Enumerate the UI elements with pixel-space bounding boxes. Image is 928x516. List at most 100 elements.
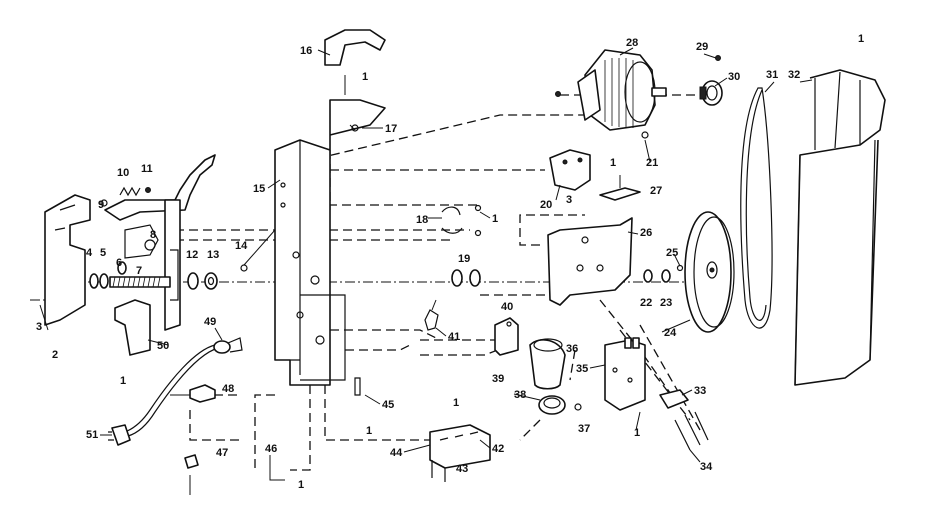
part-36 (529, 338, 566, 390)
housing-part-32 (794, 69, 886, 386)
capacitor-part-40 (494, 317, 519, 356)
part-4 (89, 273, 99, 289)
callout-41: 41 (448, 331, 460, 343)
callout-17: 17 (385, 123, 397, 135)
callout-14: 14 (235, 240, 248, 252)
callout-43: 43 (456, 463, 468, 475)
callout-15: 15 (253, 183, 265, 195)
callout-13: 13 (207, 249, 219, 261)
part-48 (170, 384, 216, 403)
callout-leaders (39, 47, 813, 463)
callout-45: 45 (382, 399, 394, 411)
part-20 (549, 149, 591, 191)
washer-part-23 (661, 269, 671, 283)
flywheel-part-24 (684, 211, 735, 333)
washer-part-22 (643, 269, 653, 283)
part-37 (574, 403, 582, 411)
part-14 (240, 264, 248, 272)
part-27 (599, 175, 641, 201)
strain-relief-part-49 (213, 337, 243, 354)
callout-7: 7 (136, 265, 142, 277)
part-25 (676, 264, 684, 272)
callout-47: 47 (216, 447, 228, 459)
callout-5: 5 (100, 247, 106, 259)
callout-4: 4 (86, 247, 93, 259)
callout-1: 1 (120, 375, 126, 387)
callout-42: 42 (492, 443, 504, 455)
spring-clips-part-18 (441, 204, 482, 237)
part-29 (715, 55, 721, 61)
callout-1: 1 (362, 71, 368, 83)
terminal-block-part-42 (429, 424, 491, 482)
callout-37: 37 (578, 423, 590, 435)
callout-18: 18 (416, 214, 428, 226)
bearing-part-19a (451, 269, 463, 287)
callout-49: 49 (204, 316, 216, 328)
callout-25: 25 (666, 247, 678, 259)
part-41 (424, 299, 439, 331)
callout-20: 20 (540, 199, 552, 211)
part-46 (269, 455, 285, 481)
part-17 (351, 124, 359, 132)
callout-50: 50 (157, 340, 169, 352)
callout-1: 1 (610, 157, 616, 169)
switch-lever-assembly (104, 154, 216, 331)
callout-16: 16 (300, 45, 312, 57)
callout-46: 46 (265, 443, 277, 455)
main-chassis-part-15 (274, 99, 386, 386)
bearing-part-19b (469, 269, 481, 287)
part-13 (204, 272, 218, 290)
callout-10: 10 (117, 167, 129, 179)
callout-44: 44 (390, 447, 403, 459)
cover-part-16 (324, 29, 386, 66)
callout-8: 8 (150, 229, 156, 241)
callout-22: 22 (640, 297, 652, 309)
callout-27: 27 (650, 185, 662, 197)
callout-11: 11 (141, 163, 153, 175)
callout-51: 51 (86, 429, 98, 441)
callout-36: 36 (566, 343, 578, 355)
callout-39: 39 (492, 373, 504, 385)
power-cord-part-51 (108, 344, 219, 446)
callout-28: 28 (626, 37, 638, 49)
bracket-part-26 (547, 217, 633, 306)
callout-2: 2 (52, 349, 58, 361)
part-47 (184, 454, 199, 495)
callout-1: 1 (858, 33, 864, 45)
callout-1: 1 (492, 213, 498, 225)
callout-6: 6 (116, 257, 122, 269)
spring-part-10 (119, 186, 141, 197)
part-9 (100, 199, 108, 207)
belt-part-31 (740, 87, 773, 329)
part-11 (145, 187, 151, 193)
callout-32: 32 (788, 69, 800, 81)
part-33 (659, 389, 689, 409)
callout-9: 9 (98, 199, 104, 211)
part-21 (641, 131, 649, 139)
part-12 (187, 272, 199, 290)
part-6 (117, 261, 127, 275)
part-5 (99, 273, 109, 289)
bracket-part-50 (114, 299, 151, 356)
motor-part-28 (577, 49, 667, 131)
part-45 (354, 377, 361, 396)
switch-plate-part-2 (44, 194, 91, 326)
callout-1: 1 (366, 425, 372, 437)
callout-labels: 16 1 17 15 10 11 9 8 4 5 6 7 12 13 14 3 … (36, 33, 864, 491)
callout-1: 1 (298, 479, 304, 491)
part-35 (604, 337, 646, 411)
callout-30: 30 (728, 71, 740, 83)
callout-19: 19 (458, 253, 470, 265)
part-34 (674, 411, 709, 451)
callout-29: 29 (696, 41, 708, 53)
callout-12: 12 (186, 249, 198, 261)
callout-26: 26 (640, 227, 652, 239)
part-38 (538, 395, 566, 415)
callout-40: 40 (501, 301, 513, 313)
callout-31: 31 (766, 69, 778, 81)
callout-3: 3 (566, 194, 572, 206)
callout-23: 23 (660, 297, 672, 309)
callout-33: 33 (694, 385, 706, 397)
pulley-part-30 (699, 80, 723, 106)
